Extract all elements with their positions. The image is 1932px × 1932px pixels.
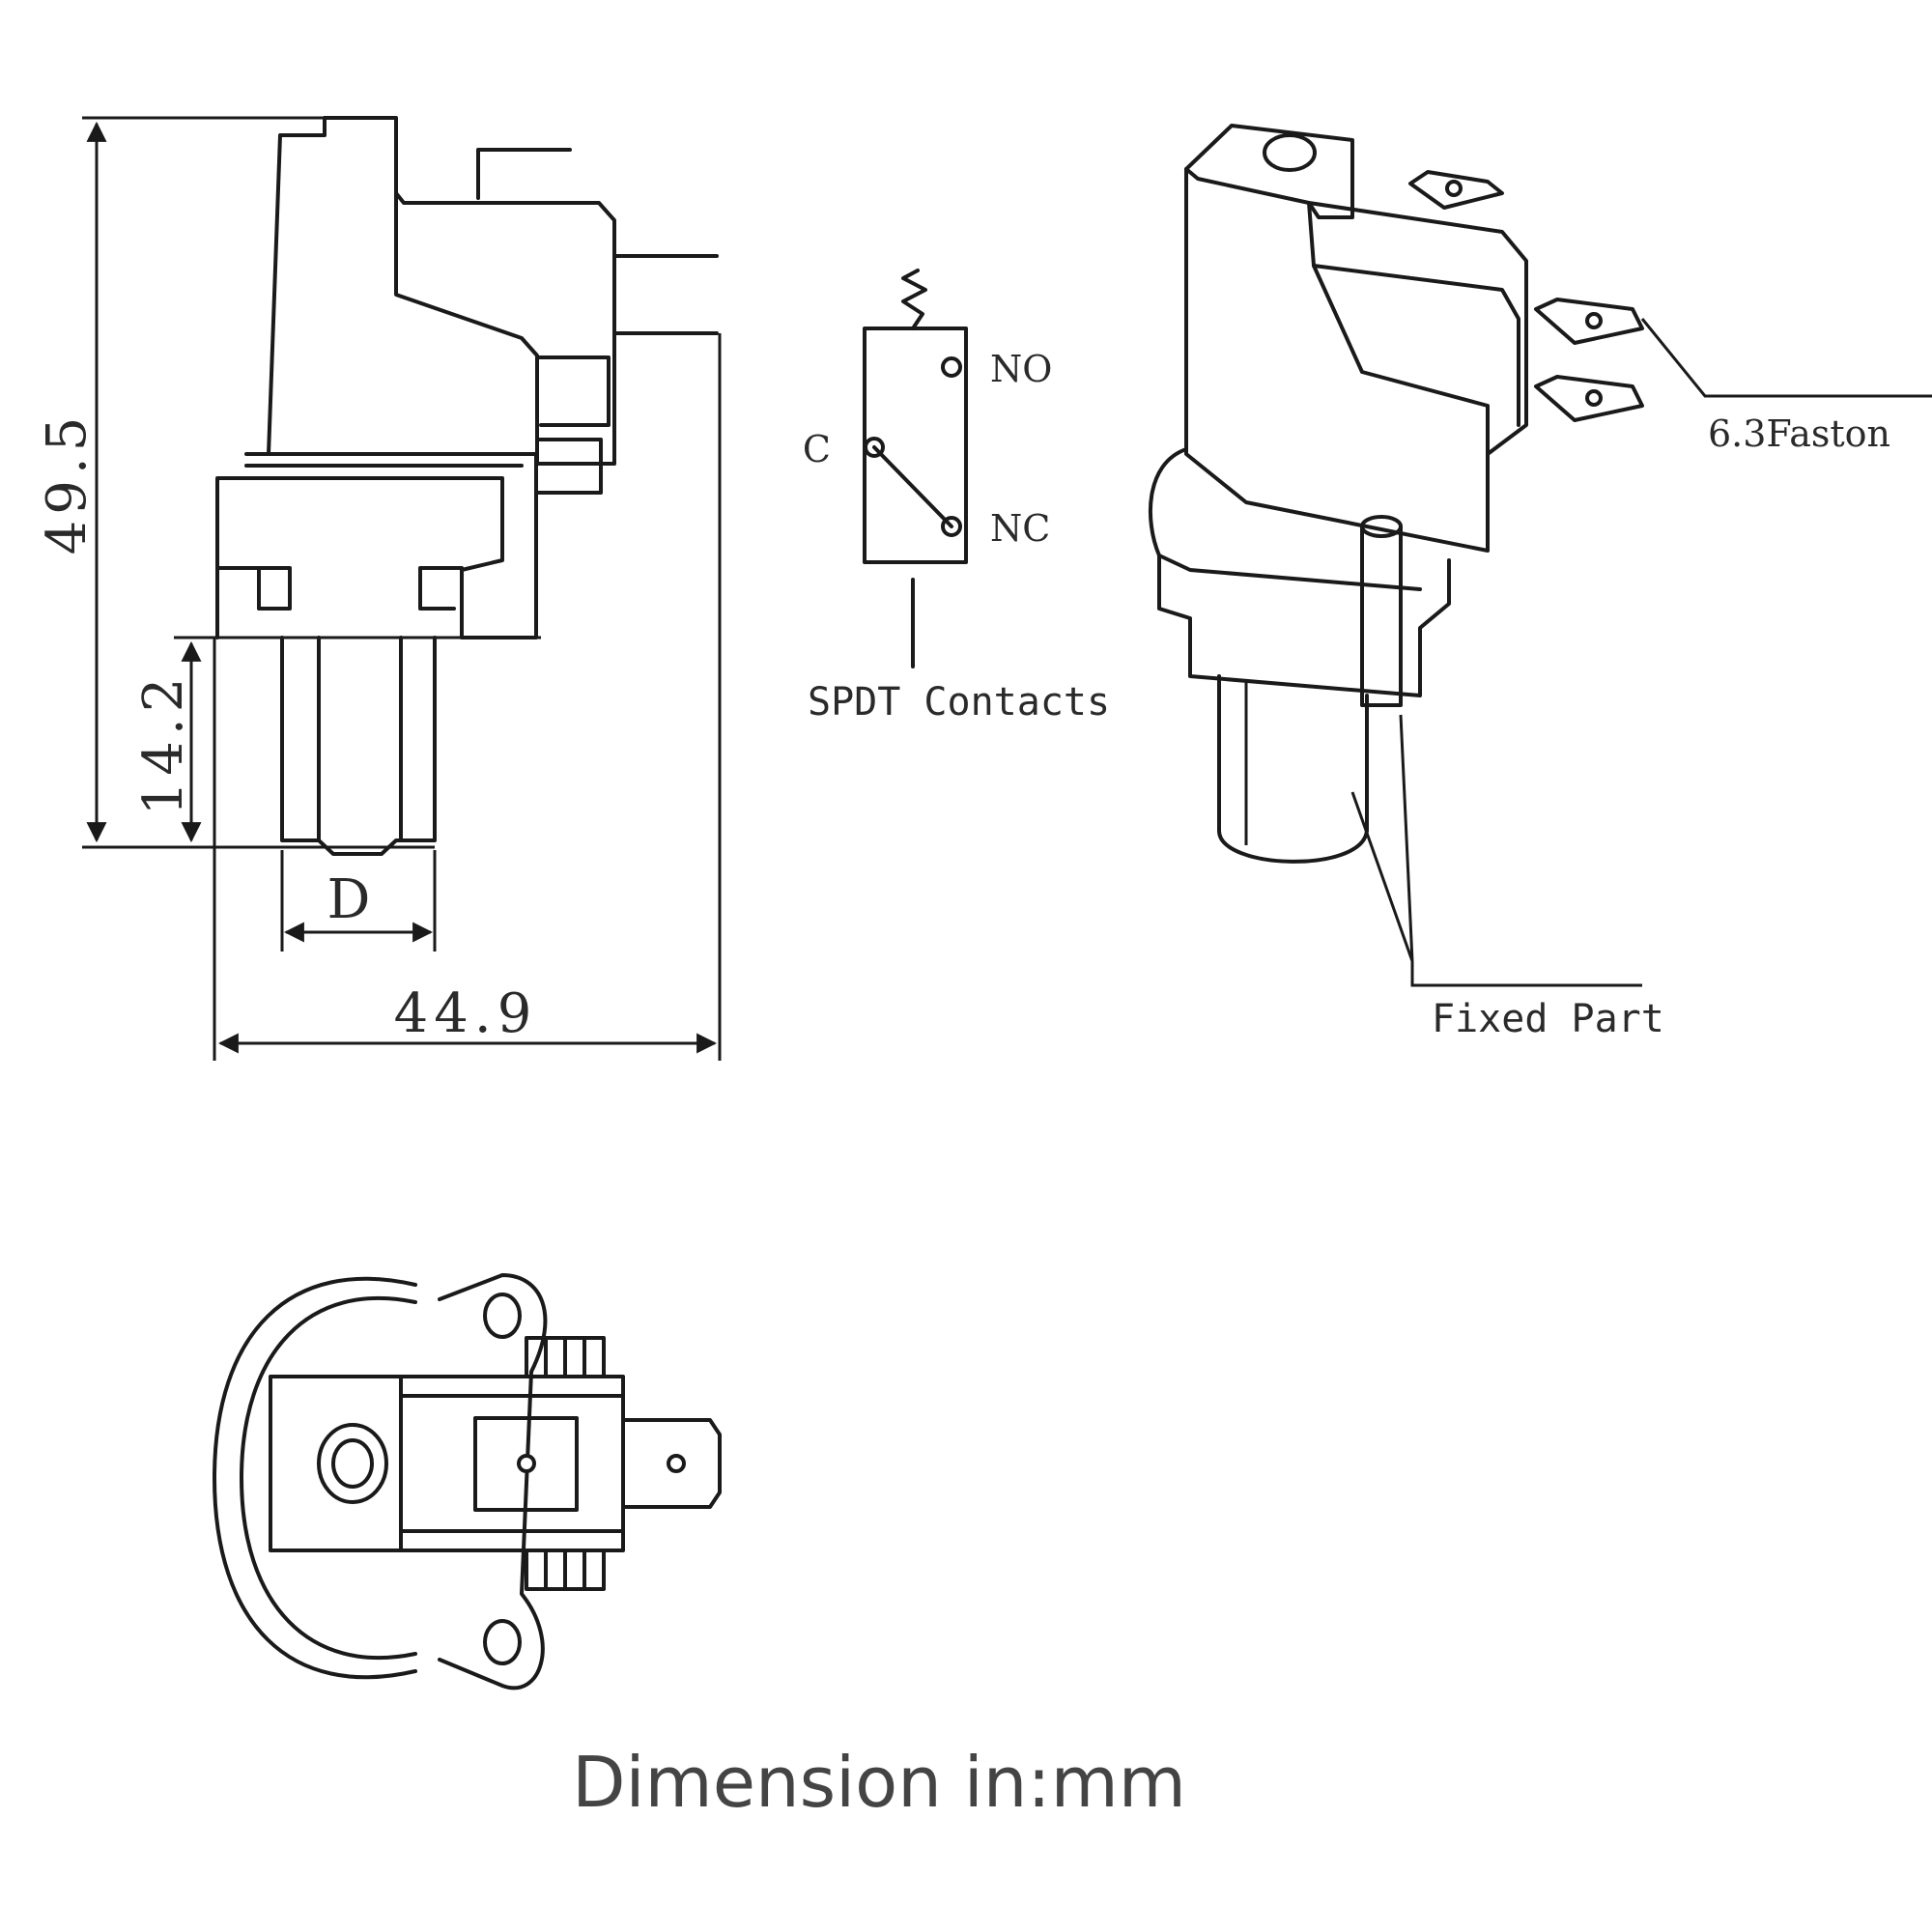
terminal-plan (473, 1416, 579, 1512)
outer-rim (213, 1276, 417, 1680)
contact-arm (872, 445, 953, 528)
terminal-blocks (535, 355, 611, 495)
faston-hole-low (1585, 389, 1603, 407)
no-contact-icon (941, 356, 962, 378)
units-footer: Dimension in:mm (572, 1742, 1186, 1823)
side-view-drawing: 49.5 14.2 44.9 D (36, 116, 722, 1061)
housing-right-side (1307, 201, 1528, 456)
terminal-tab-hole (667, 1454, 686, 1473)
port-square (269, 1375, 403, 1552)
fixed-part-leader (1350, 714, 1642, 987)
faston-terminal-low (1534, 375, 1644, 422)
fixed-part-label: Fixed Part (1432, 997, 1664, 1041)
pressure-port (280, 636, 437, 856)
faston-terminal-mid (1534, 298, 1644, 345)
inner-rim (240, 1295, 417, 1661)
mount-hole-bottom-icon (483, 1619, 522, 1665)
faston-hole-mid (1585, 312, 1603, 329)
nc-label: NC (990, 507, 1050, 550)
switch-housing (323, 116, 616, 466)
port-hole-inner-icon (331, 1438, 374, 1489)
faston-hole-top (1445, 180, 1463, 197)
perspective-view-drawing: 6.3Faston Fixed Part (1149, 124, 1932, 1041)
height-total-label: 49.5 (36, 412, 99, 555)
perspective-housing (1184, 167, 1490, 553)
faston-leader (1640, 318, 1932, 398)
port-hole-icon (317, 1423, 388, 1504)
switch-body-plan (399, 1375, 625, 1552)
width-total-label: 44.9 (394, 982, 538, 1045)
flange-edge (1157, 554, 1422, 591)
base-tabs (215, 566, 464, 611)
port-diameter-label: D (327, 868, 377, 931)
top-hole-icon (1263, 133, 1317, 172)
faston-terminal-top (1408, 170, 1504, 210)
post-top-icon (1360, 515, 1403, 538)
no-label: NO (990, 348, 1052, 390)
top-cap (1184, 124, 1354, 219)
terminal-tab-plan (621, 1418, 722, 1509)
common-label: C (803, 428, 831, 470)
fixed-post (1360, 525, 1403, 707)
faston-label: 6.3Faston (1708, 412, 1890, 455)
mounting-flange (244, 452, 538, 639)
lug-outline (438, 1273, 548, 1690)
spdt-caption: SPDT Contacts (808, 680, 1110, 724)
perspective-flange (1149, 447, 1451, 697)
terminal-plan-hole (517, 1454, 536, 1473)
spdt-schematic: C NO NC SPDT Contacts (803, 269, 1110, 724)
base-block (215, 476, 504, 639)
spring-icon (901, 269, 927, 330)
plan-view-drawing (213, 1273, 722, 1690)
perspective-port (1217, 674, 1369, 864)
mount-hole-top-icon (483, 1293, 522, 1339)
height-port-label: 14.2 (132, 672, 195, 816)
terminal-top (476, 148, 572, 200)
housing-left-edge (267, 116, 539, 456)
housing-inner-edge (1312, 264, 1520, 427)
